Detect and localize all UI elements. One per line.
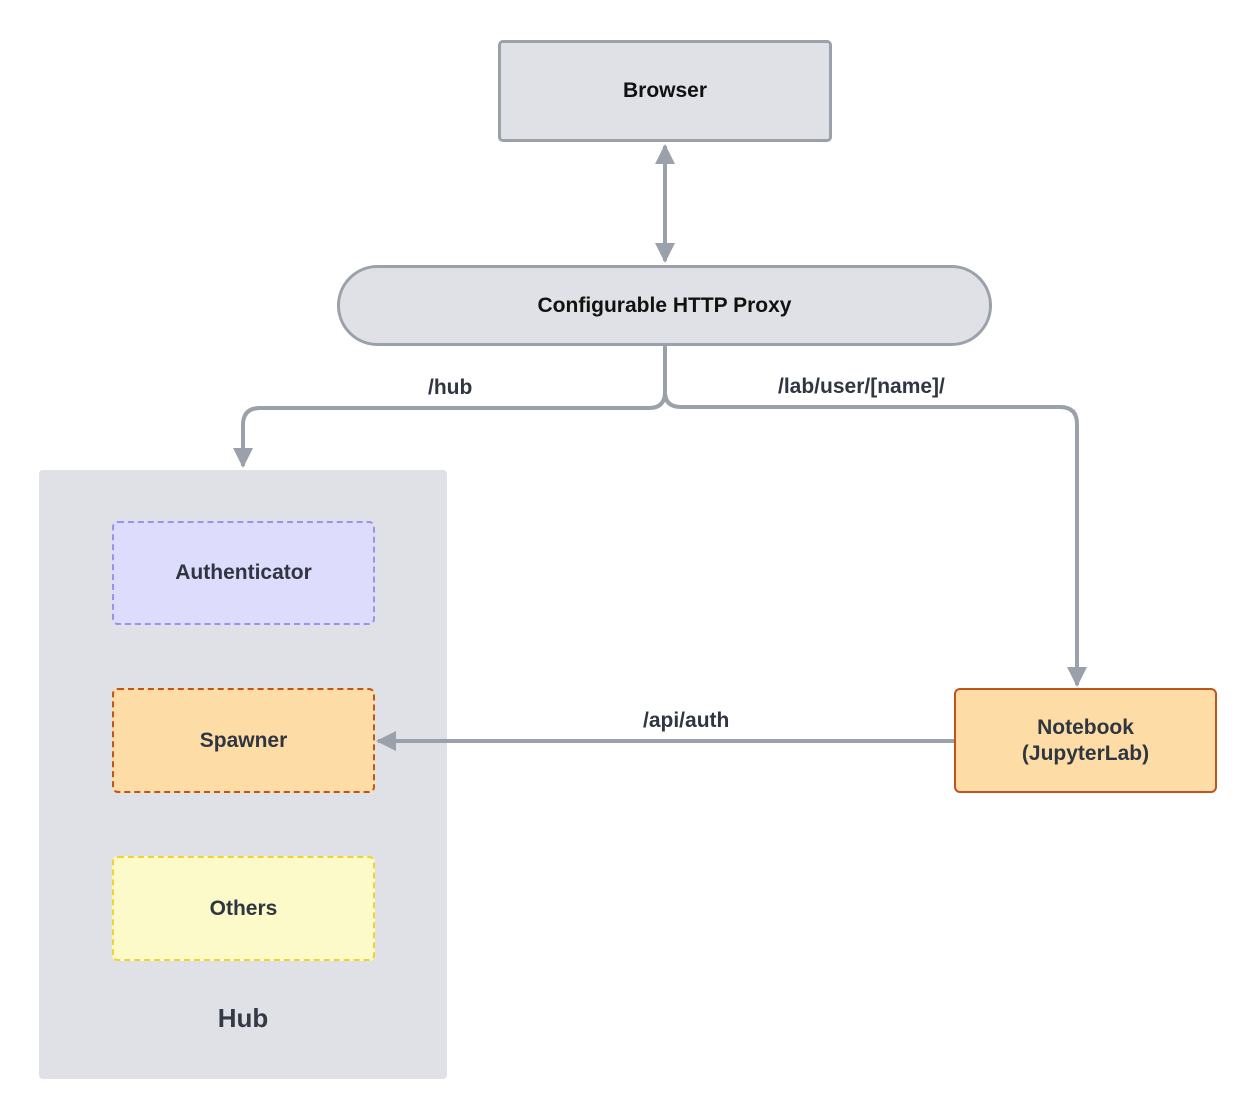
notebook-node: Notebook (JupyterLab) [954,688,1217,793]
authenticator-node: Authenticator [112,521,375,625]
lab-route-label: /lab/user/[name]/ [778,375,945,398]
notebook-title: Notebook [1037,715,1134,739]
others-node: Others [112,856,375,961]
spawner-node: Spawner [112,688,375,793]
proxy-hub-connector [233,346,667,468]
auth-route-label: /api/auth [643,709,730,732]
notebook-subtitle: (JupyterLab) [1021,741,1150,765]
hub-label: Hub [217,1003,269,1033]
browser-node: Browser [498,40,832,142]
hub-route-label: /hub [428,376,473,399]
proxy-node: Configurable HTTP Proxy [337,265,992,346]
proxy-notebook-connector [663,346,1087,687]
